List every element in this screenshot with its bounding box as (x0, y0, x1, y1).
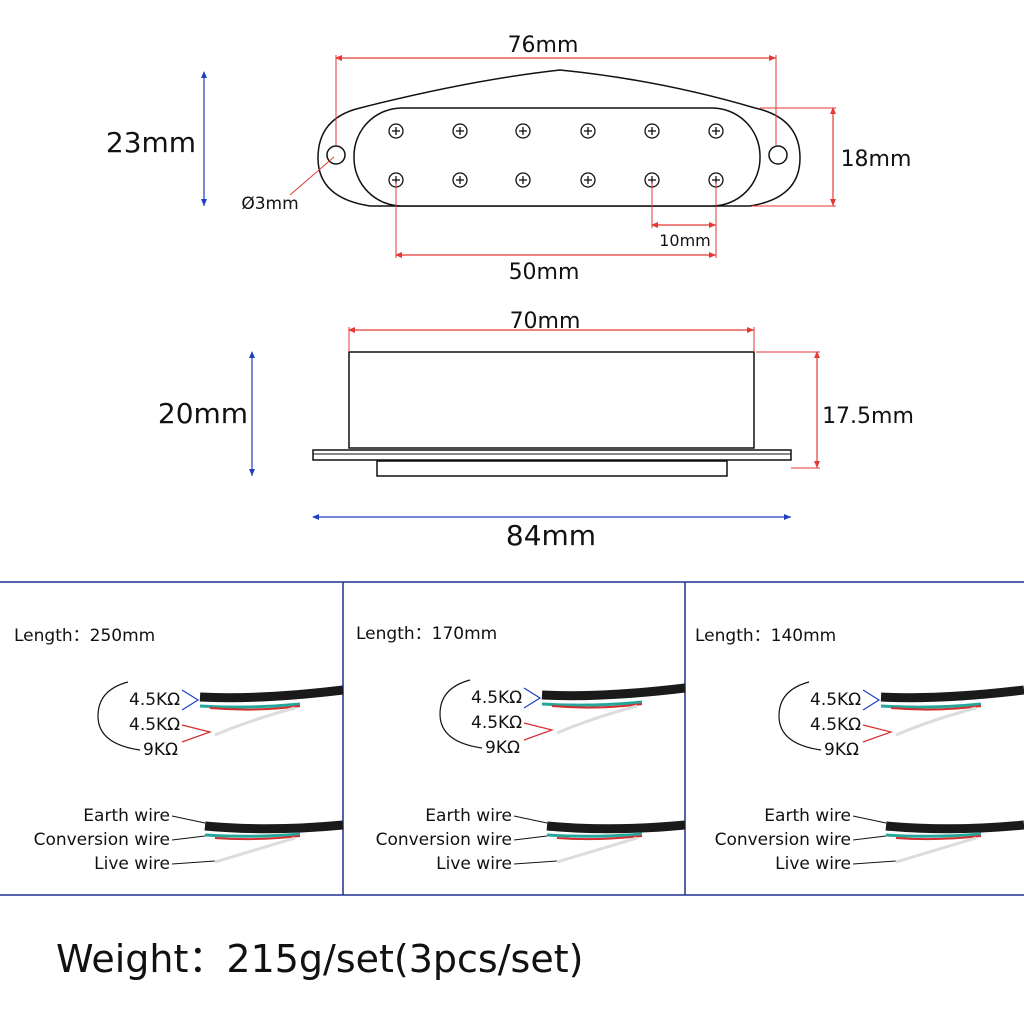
resistance-diagram: 4.5KΩ 4.5KΩ 9KΩ (778, 681, 894, 760)
pole-piece (580, 172, 596, 188)
resistance-2-label: 4.5KΩ (810, 715, 861, 735)
wiring-panel-140mm: Length：140mm 4.5KΩ 4.5KΩ 9KΩ Earth wire … (695, 626, 1024, 874)
conversion-wire-label: Conversion wire (715, 830, 851, 850)
cable-lower (546, 820, 686, 864)
cover-height-label: 17.5mm (822, 404, 914, 429)
pole-piece (708, 123, 724, 139)
base-length-label: 84mm (506, 519, 596, 552)
pickup-cover-outline (353, 107, 761, 207)
resistance-2-label: 4.5KΩ (471, 713, 522, 733)
earth-wire-label: Earth wire (83, 806, 170, 826)
cable-length-label: Length：250mm (14, 626, 155, 646)
conversion-wire-label: Conversion wire (34, 830, 170, 850)
mounting-hole-right (768, 145, 788, 165)
resistance-3-label: 9KΩ (824, 740, 859, 760)
resistance-3-label: 9KΩ (485, 738, 520, 758)
wire-labels: Earth wire Conversion wire Live wire (715, 806, 897, 874)
pole-piece (452, 123, 468, 139)
side-baseplate (312, 449, 792, 461)
resistance-1-label: 4.5KΩ (810, 690, 861, 710)
total-height-label: 20mm (158, 397, 248, 430)
hole-diameter-label: Ø3mm (241, 194, 298, 214)
live-wire-label: Live wire (94, 854, 170, 874)
wiring-panel-170mm: Length：170mm 4.5KΩ 4.5KΩ 9KΩ Earth wire … (356, 624, 686, 874)
pole-piece (452, 172, 468, 188)
earth-wire-label: Earth wire (425, 806, 512, 826)
pole-spacing-label: 10mm (659, 231, 711, 250)
pole-piece (580, 123, 596, 139)
wiring-panels (0, 581, 1024, 896)
resistance-3-label: 9KΩ (143, 740, 178, 760)
pole-span-label: 50mm (509, 260, 580, 285)
overall-length-label: 76mm (508, 33, 579, 58)
side-cover (348, 351, 755, 449)
live-wire-label: Live wire (436, 854, 512, 874)
live-wire-label: Live wire (775, 854, 851, 874)
top-view: 76mm 23mm 18mm Ø3mm 10mm 50mm (106, 33, 912, 285)
side-view: 70mm 20mm 17.5mm 84mm (158, 309, 914, 552)
wire-labels: Earth wire Conversion wire Live wire (34, 806, 216, 874)
pole-piece (515, 172, 531, 188)
cable-lower (885, 820, 1024, 864)
cable-upper (541, 683, 686, 735)
conversion-wire-label: Conversion wire (376, 830, 512, 850)
earth-wire-label: Earth wire (764, 806, 851, 826)
wiring-panel-250mm: Length：250mm 4.5KΩ 4.5KΩ 9KΩ Earth wire … (14, 626, 344, 874)
cable-lower (204, 820, 344, 864)
pole-piece (644, 123, 660, 139)
wire-labels: Earth wire Conversion wire Live wire (376, 806, 558, 874)
pole-piece (388, 123, 404, 139)
cable-length-label: Length：170mm (356, 624, 497, 644)
weight-label: Weight：215g/set(3pcs/set) (56, 937, 583, 981)
resistance-1-label: 4.5KΩ (471, 688, 522, 708)
cable-upper (880, 685, 1024, 737)
overall-width-label: 23mm (106, 126, 196, 159)
side-cover-length-label: 70mm (510, 309, 581, 334)
resistance-diagram: 4.5KΩ 4.5KΩ 9KΩ (97, 681, 213, 760)
side-bottom-plate (376, 460, 728, 477)
pole-pieces (388, 123, 724, 188)
pole-piece (515, 123, 531, 139)
cable-length-label: Length：140mm (695, 626, 836, 646)
resistance-1-label: 4.5KΩ (129, 690, 180, 710)
cover-width-label: 18mm (841, 147, 912, 172)
cable-upper (199, 685, 344, 737)
resistance-diagram: 4.5KΩ 4.5KΩ 9KΩ (439, 679, 555, 758)
resistance-2-label: 4.5KΩ (129, 715, 180, 735)
